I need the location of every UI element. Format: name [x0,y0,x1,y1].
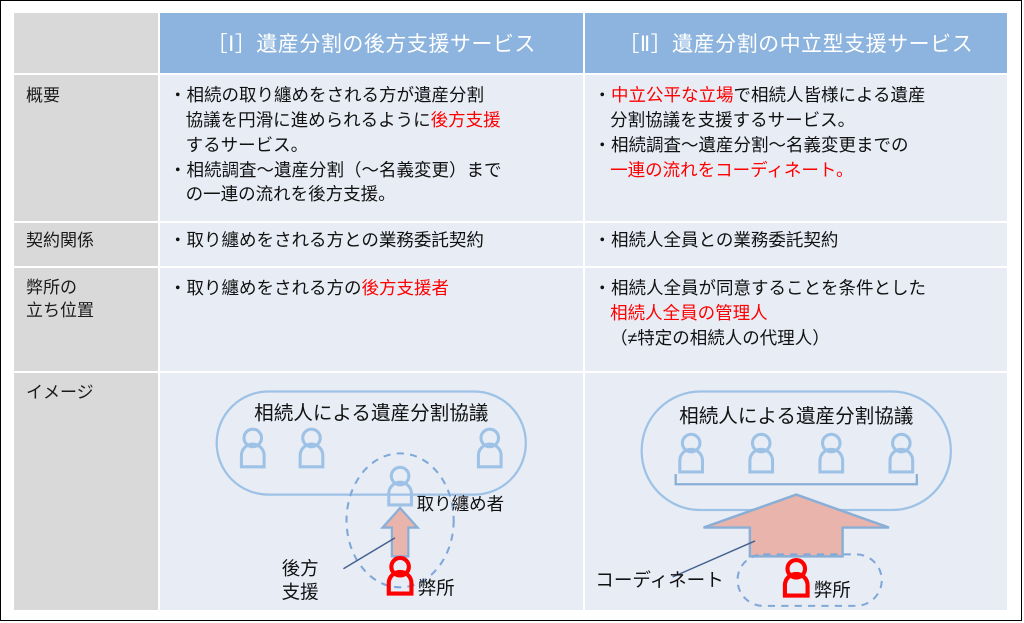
row-label-image: イメージ [14,373,160,610]
row-label-tachi-ichi: 弊所の 立ち位置 [14,268,160,373]
text-line: ・取り纏めをされる方との業務委託契約 [169,230,484,250]
text-line: ・相続調査〜遺産分割（〜名義変更）まで [169,159,502,180]
coordinator-person-icon [387,465,413,507]
coordination-arrow-up [702,493,889,558]
cell-text: ・相続人全員が同意することを条件とした 相続人全員の管理人 （≠特定の相続人の代… [585,268,1008,351]
person-icon [476,427,503,469]
cell-text: ・相続の取り纏めをされる方が遺産分割 協議を円滑に進められるように後方支援 する… [160,75,583,207]
text-segment: ・ [593,85,612,105]
table-row: イメージ 相続人による遺産分割協議 [14,373,1007,610]
diagram-left-backseat-support: 相続人による遺産分割協議 [215,390,527,603]
comparison-table: ［Ⅰ］遺産分割の後方支援サービス ［Ⅱ］遺産分割の中立型支援サービス 概要 ・相… [14,13,1007,610]
coordination-label: コーディネート [595,569,723,590]
table-row: 概要 ・相続の取り纏めをされる方が遺産分割 協議を円滑に進められるように後方支援… [14,75,1007,223]
table-header-row: ［Ⅰ］遺産分割の後方支援サービス ［Ⅱ］遺産分割の中立型支援サービス [14,13,1007,75]
cell-gaiyou-right: ・中立公平な立場で相続人皆様による遺産 分割協議を支援するサービス。 ・相続調査… [584,75,1008,223]
text-line: ・相続人全員が同意することを条件とした [593,278,927,298]
person-icon [817,432,844,474]
cell-diagram-left: 相続人による遺産分割協議 [160,373,585,610]
heirs-group-container [215,390,527,496]
cell-text: ・相続人全員との業務委託契約 [585,223,1008,253]
text-line: するサービス。 [185,134,309,155]
text-segment-highlight: 後方支援 [430,109,501,130]
cell-text: ・取り纏めをされる方との業務委託契約 [160,223,583,253]
text-segment-highlight: 中立公平な立場 [611,85,734,105]
support-label-line2: 支援 [282,582,319,603]
leader-line [671,540,755,578]
table-row: 弊所の 立ち位置 ・取り纏めをされる方の後方支援者 ・相続人全員が同意することを… [14,268,1007,373]
coordinator-label: 取り纏め者 [417,494,505,514]
text-line: ・中立公平な立場で相続人皆様による遺産 [594,83,1002,108]
cell-keiyaku-right: ・相続人全員との業務委託契約 [584,223,1008,268]
text-line: 協議を円滑に進められるように後方支援 [169,108,577,133]
cell-gaiyou-left: ・相続の取り纏めをされる方が遺産分割 協議を円滑に進められるように後方支援 する… [160,75,585,223]
cell-text: ・中立公平な立場で相続人皆様による遺産 分割協議を支援するサービス。 ・相続調査… [585,75,1008,182]
cell-diagram-right: 相続人による遺産分割協議 [584,373,1007,610]
firm-label: 弊所 [418,578,455,599]
firm-person-icon [386,555,414,596]
heir-person-icons [239,427,503,507]
diagram-right-neutral-coordination: 相続人による遺産分割協議 [595,390,952,607]
text-segment: で相続人皆様による遺産 [733,85,926,105]
heirs-group-label: 相続人による遺産分割協議 [254,402,488,424]
row-label-keiyaku-kankei: 契約関係 [14,223,160,268]
text-segment: 協議を円滑に進められるように [185,109,431,130]
table-row: 契約関係 ・取り纏めをされる方との業務委託契約 ・相続人全員との業務委託契約 [14,223,1007,268]
text-line-highlight: 相続人全員の管理人 [610,302,768,323]
support-arrow-up [380,506,421,558]
text-line: の一連の流れを後方支援。 [185,184,396,205]
heirs-group-label: 相続人による遺産分割協議 [679,405,913,427]
cell-tachi-right: ・相続人全員が同意することを条件とした 相続人全員の管理人 （≠特定の相続人の代… [584,268,1008,373]
heir-person-icons [677,432,914,474]
text-line: （≠特定の相続人の代理人） [610,327,830,348]
person-icon [677,432,704,474]
column-header-service-1: ［Ⅰ］遺産分割の後方支援サービス [160,13,585,75]
text-line-highlight: 一連の流れをコーディネート。 [610,159,854,180]
support-label-line1: 後方 [282,558,319,579]
heirs-bracket [674,473,918,486]
support-scope-dashed-ellipse [345,452,455,589]
person-icon [747,432,774,474]
person-icon [239,427,266,469]
cell-keiyaku-left: ・取り纏めをされる方との業務委託契約 [160,223,585,268]
cell-tachi-left: ・取り纏めをされる方の後方支援者 [160,268,585,373]
text-segment-highlight: 後方支援者 [361,278,450,298]
text-segment: ・取り纏めをされる方の [169,278,362,298]
firm-dashed-container [735,553,883,607]
row-label-gaiyou: 概要 [14,75,160,223]
text-line: ・相続人全員との業務委託契約 [593,230,839,250]
text-line: ・取り纏めをされる方の後方支援者 [169,276,577,301]
person-icon [887,432,914,474]
leader-line [343,537,396,570]
cell-text: ・取り纏めをされる方の後方支援者 [160,268,583,301]
person-icon [298,427,325,469]
firm-person-icon [782,557,810,598]
column-header-service-2: ［Ⅱ］遺産分割の中立型支援サービス [584,13,1007,75]
text-line: 分割協議を支援するサービス。 [610,109,856,130]
text-line: ・相続の取り纏めをされる方が遺産分割 [169,85,484,105]
firm-label: 弊所 [813,580,850,601]
text-line: ・相続調査〜遺産分割〜名義変更までの [593,134,909,155]
header-corner-cell [14,13,160,75]
